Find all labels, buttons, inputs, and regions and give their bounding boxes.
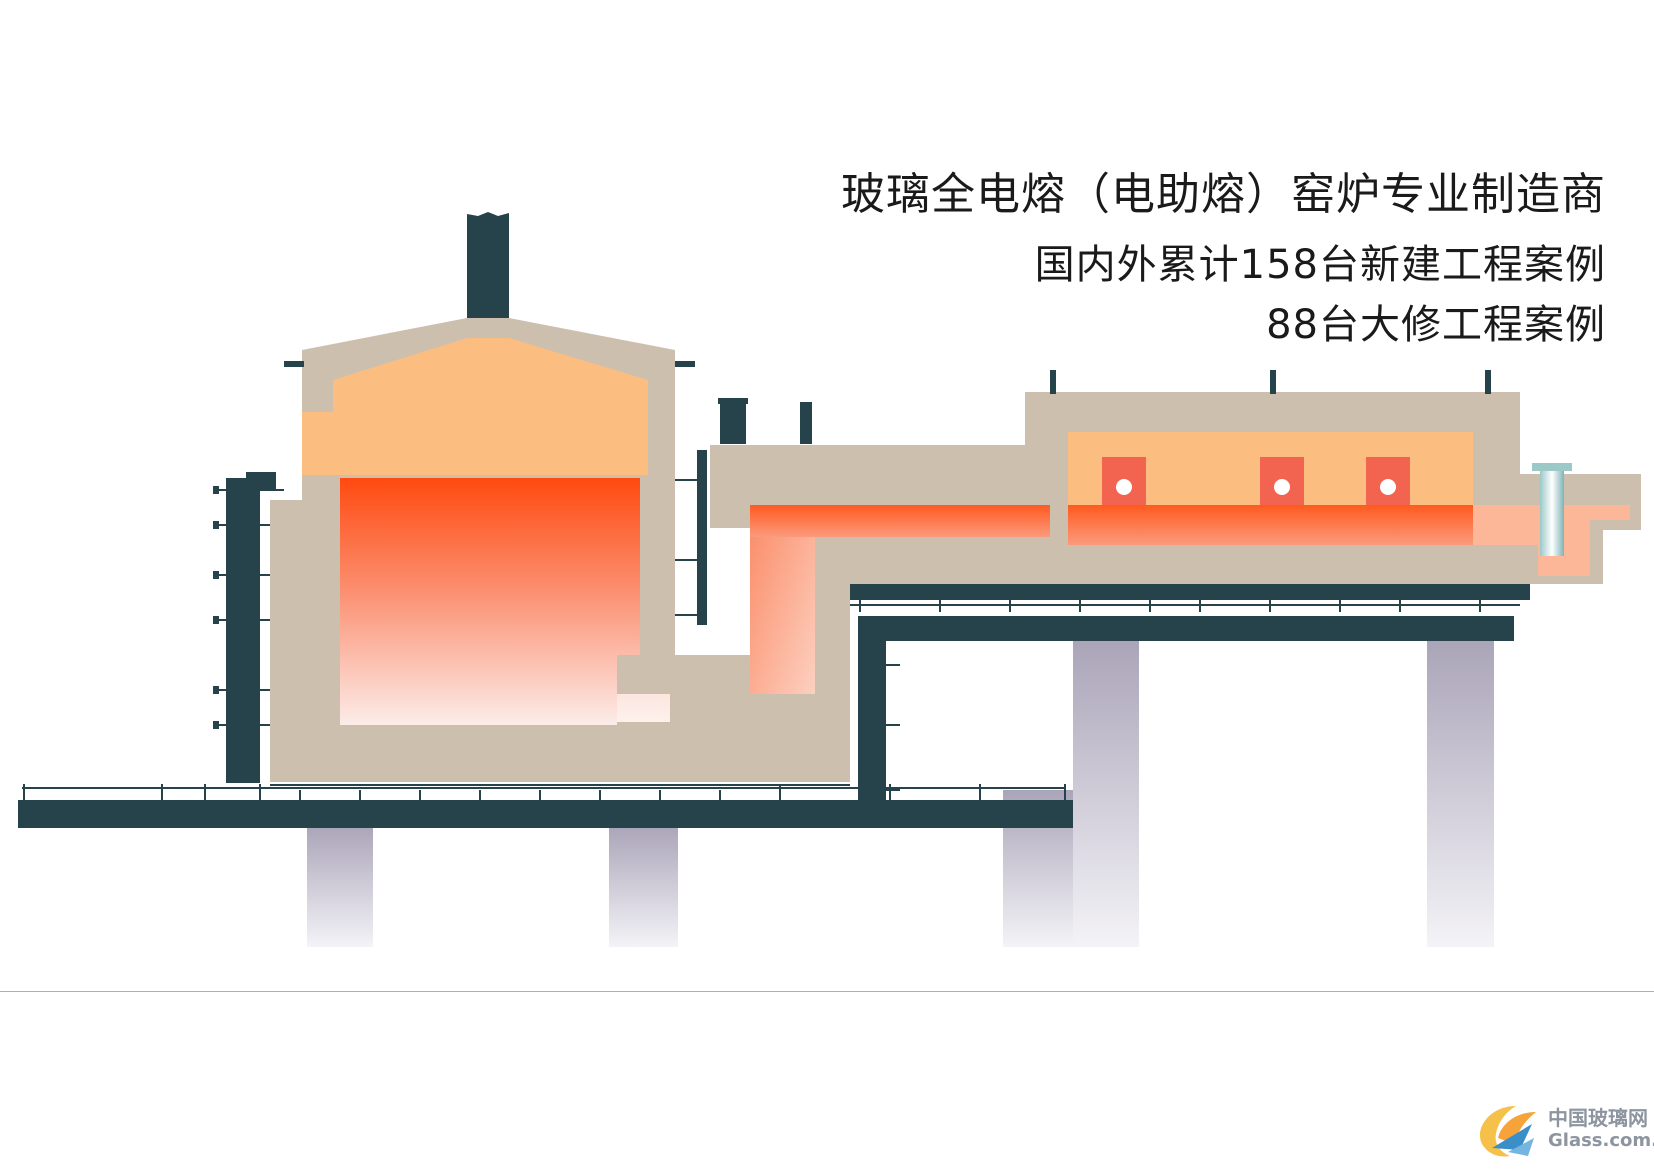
headline-overhaul-projects: 88台大修工程案例 bbox=[1266, 302, 1606, 348]
upper-joists bbox=[859, 600, 1481, 791]
top-steel-posts bbox=[718, 370, 1491, 444]
forehearth-chamber bbox=[1068, 505, 1473, 545]
burner-hole bbox=[1274, 479, 1290, 495]
support-pillar bbox=[1073, 640, 1139, 947]
left-buckstay bbox=[213, 472, 284, 783]
plunger-cap bbox=[1532, 463, 1572, 471]
watermark: 中国玻璃网 Glass.com.cn bbox=[1472, 1098, 1654, 1162]
headline-new-projects: 国内外累计158台新建工程案例 bbox=[1034, 242, 1606, 288]
plunger-nozzle bbox=[1540, 468, 1564, 556]
divider-line bbox=[0, 991, 1654, 992]
glass-logo-icon bbox=[1479, 1106, 1536, 1157]
support-pillar bbox=[1427, 640, 1494, 947]
platform-joists bbox=[23, 784, 1066, 800]
support-pillar bbox=[609, 825, 678, 947]
chimney bbox=[467, 212, 509, 320]
support-pillars bbox=[307, 640, 1494, 947]
burner-ports bbox=[1102, 457, 1410, 505]
riser-channel bbox=[750, 505, 815, 694]
burner-hole bbox=[1116, 479, 1132, 495]
feeder-channel bbox=[750, 505, 1050, 537]
burner-hole bbox=[1380, 479, 1396, 495]
roof-anchors bbox=[284, 361, 695, 367]
molten-glass-bath bbox=[340, 478, 640, 725]
melter-base-steel bbox=[270, 450, 850, 786]
watermark-cn: 中国玻璃网 bbox=[1548, 1106, 1648, 1130]
headline-title: 玻璃全电熔（电助熔）窑炉专业制造商 bbox=[841, 169, 1606, 220]
throat-wall bbox=[617, 478, 675, 725]
watermark-en: Glass.com.cn bbox=[1548, 1130, 1654, 1151]
melter-crown bbox=[302, 338, 648, 475]
support-pillar bbox=[307, 825, 373, 947]
upper-platform-beam bbox=[842, 584, 1530, 804]
platform-beam bbox=[18, 787, 1073, 828]
